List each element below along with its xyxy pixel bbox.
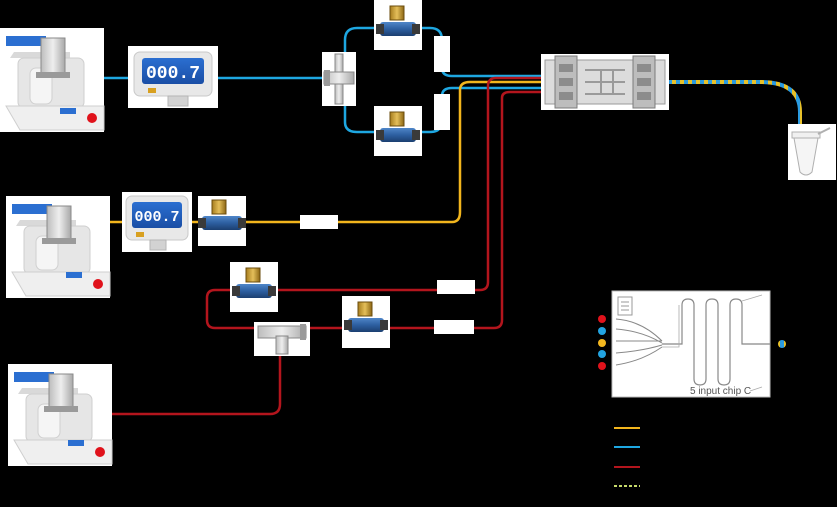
valve-yellow [198, 196, 246, 246]
flow-meter-1: 000.7 [128, 46, 218, 108]
chip-diagram: 5 input chip C [611, 290, 771, 398]
outlet-dot [778, 340, 786, 348]
valve-red-lower [342, 296, 390, 348]
legend [614, 427, 640, 487]
inlet-dot-blue [598, 350, 606, 358]
label-box [300, 215, 338, 229]
pump-2 [6, 196, 111, 298]
chip-logo [617, 296, 633, 316]
chip-label: 5 input chip C [690, 386, 751, 397]
yellow-tube [110, 80, 545, 224]
valve-blue-upper [374, 0, 422, 50]
inlet-dot-red [598, 315, 606, 323]
t-junction-blue [322, 52, 356, 106]
valve-red-upper [230, 262, 278, 312]
label-box [434, 320, 474, 334]
flow-meter-1-display: 000.7 [146, 64, 200, 84]
t-junction-red [254, 322, 310, 356]
inlet-dot-red [598, 362, 606, 370]
inlet-dot-yellow [598, 339, 606, 347]
inlet-dot-blue [598, 327, 606, 335]
chip-holder [541, 54, 669, 110]
red-tube-branch [308, 90, 545, 330]
red-tube-loop [205, 76, 545, 330]
flow-meter-2: 000.7 [122, 192, 192, 252]
collection-tube [788, 124, 836, 180]
pump-3 [8, 364, 113, 466]
line-label-boxes [300, 36, 475, 334]
mixed-output-tube [668, 80, 802, 126]
flow-meter-2-display: 000.7 [134, 209, 179, 226]
label-box [437, 280, 475, 294]
red-tube-feed [112, 354, 282, 416]
pump-1 [0, 28, 105, 132]
label-box [434, 94, 450, 130]
label-box [434, 36, 450, 72]
valve-blue-lower [374, 106, 422, 156]
inlet-dots [598, 315, 606, 370]
